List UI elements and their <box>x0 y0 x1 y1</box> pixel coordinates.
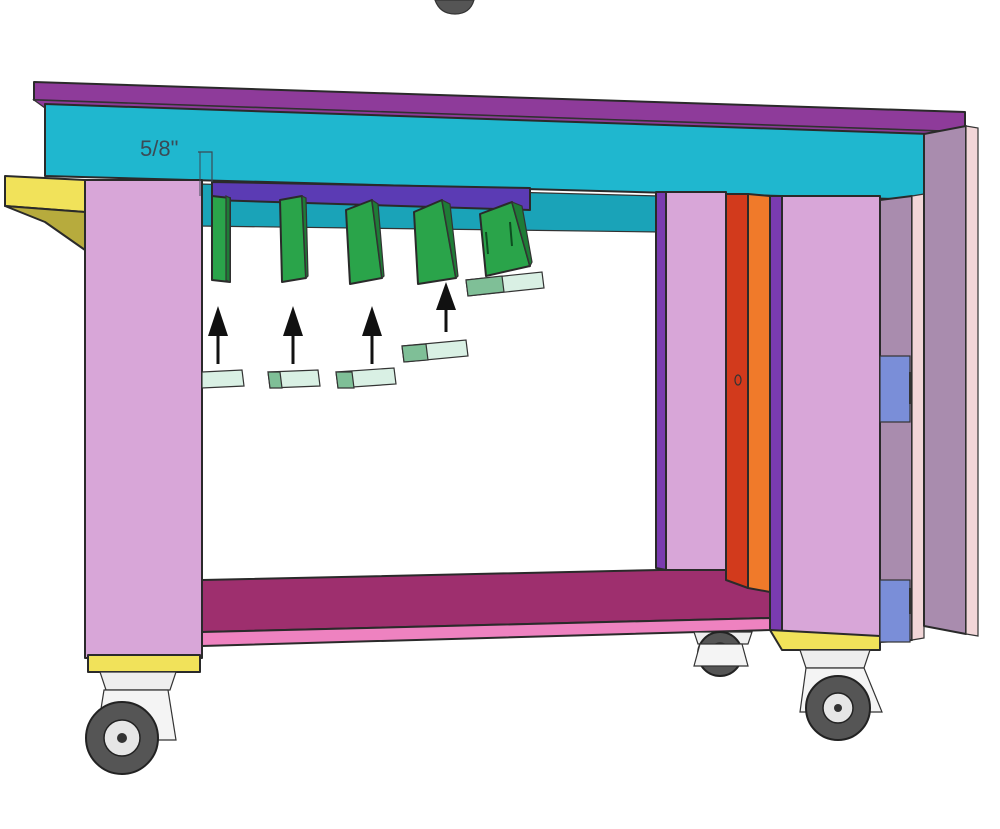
divider-red <box>725 193 749 589</box>
divider-leg-face <box>665 191 727 571</box>
cleat-3-side <box>371 198 385 280</box>
caster-rear-middle <box>693 631 753 677</box>
cleat-5-screw-2 <box>485 231 489 255</box>
side-block-bottom <box>4 205 86 251</box>
spacer-3 <box>335 367 397 389</box>
divider-edge-left <box>655 191 667 571</box>
cleat-2 <box>279 195 309 283</box>
spacer-2-side <box>267 371 283 389</box>
cleat-1-side <box>225 195 231 283</box>
arrow-3-head <box>362 306 382 336</box>
left-leg-face <box>84 179 203 659</box>
divider-knob <box>734 374 742 386</box>
dimension-annotation: 5/8" <box>140 136 213 196</box>
left-leg <box>84 179 203 673</box>
caster-front-right <box>799 649 883 741</box>
right-leg-foot <box>769 629 881 651</box>
cleat-1 <box>211 195 231 283</box>
spacer-5-side <box>465 275 505 297</box>
installation-arrows <box>201 282 469 389</box>
cleat-assembly <box>211 181 545 297</box>
spacer-3-side <box>335 371 355 389</box>
caster-fr-mount <box>799 649 871 669</box>
caster-fl-mount <box>99 671 177 691</box>
hinge-bottom-plate <box>879 579 911 643</box>
cleat-4-side <box>441 198 459 280</box>
arrow-1-head <box>208 306 228 336</box>
cleat-strip <box>211 181 531 211</box>
arrow-up-icon <box>362 306 382 364</box>
arrow-up-icon <box>436 282 456 332</box>
spacer-5 <box>465 271 545 297</box>
cleat-4 <box>413 198 459 285</box>
caster-wheel-icon <box>805 675 871 741</box>
caster-front-left <box>85 671 177 775</box>
caster-wheel-icon <box>85 701 159 775</box>
dimension-label: 5/8" <box>140 136 178 161</box>
top-caster-fragment <box>434 0 475 15</box>
divider-orange <box>747 193 771 593</box>
spacer-4 <box>401 339 469 363</box>
cleat-3 <box>345 198 385 285</box>
hinge-top-icon <box>879 355 911 423</box>
dimension-leader <box>198 151 213 182</box>
caster-fr-axle <box>834 704 842 712</box>
hinge-top-plate <box>879 355 911 423</box>
arrow-up-icon <box>283 306 303 364</box>
spacer-2 <box>267 369 321 389</box>
door-outer-edge <box>965 125 979 637</box>
center-divider <box>655 191 783 635</box>
spacer-1 <box>201 369 245 389</box>
arrow-up-icon <box>208 306 228 364</box>
left-leg-foot <box>87 654 201 673</box>
divider-edge-right <box>769 195 783 635</box>
right-leg <box>769 195 881 651</box>
bottom-shelf <box>201 569 771 647</box>
cleat-5 <box>479 200 533 277</box>
arrow-4-head <box>436 282 456 310</box>
right-leg-face <box>781 195 881 637</box>
door-inner-edge <box>911 193 925 641</box>
caster-fragment-arc <box>434 0 475 15</box>
arrow-2-head <box>283 306 303 336</box>
caster-rm-fork <box>693 643 749 667</box>
cleat-5-side <box>511 200 533 268</box>
hinge-bottom-icon <box>879 579 911 643</box>
side-door <box>879 125 979 643</box>
cleat-2-side <box>301 195 309 280</box>
door-outer-panel <box>923 125 967 635</box>
spacer-4-side <box>401 343 429 363</box>
caster-fl-axle <box>117 733 127 743</box>
spacer-1-top <box>201 369 245 389</box>
cleat-5-screw <box>509 221 513 247</box>
left-side-block <box>4 175 86 251</box>
